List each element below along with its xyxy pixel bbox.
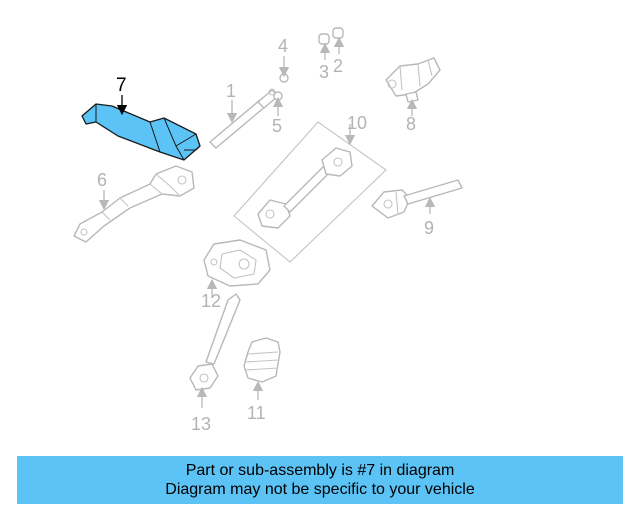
part-1-shaft[interactable] <box>209 88 279 149</box>
callout-5[interactable]: 5 <box>272 116 282 136</box>
part-13-shaft[interactable] <box>189 293 241 391</box>
callout-4[interactable]: 4 <box>278 36 288 56</box>
callout-10[interactable]: 10 <box>347 113 367 133</box>
parts-diagram: 7 6 1 4 5 3 2 8 <box>73 27 463 434</box>
info-banner: Part or sub-assembly is #7 in diagram Di… <box>17 456 623 504</box>
callout-3[interactable]: 3 <box>319 62 329 82</box>
part-6-bracket[interactable] <box>73 165 195 243</box>
banner-line-1: Part or sub-assembly is #7 in diagram <box>185 462 455 479</box>
part-3-cap[interactable] <box>318 33 330 45</box>
part-9-shaft[interactable] <box>371 179 463 219</box>
callout-9[interactable]: 9 <box>424 218 434 238</box>
callout-2[interactable]: 2 <box>333 56 343 76</box>
callout-12[interactable]: 12 <box>201 291 221 311</box>
callout-7[interactable]: 7 <box>116 75 127 96</box>
part-2-cap[interactable] <box>332 27 344 39</box>
part-10-assembly-box[interactable] <box>233 121 387 263</box>
callout-8[interactable]: 8 <box>406 114 416 134</box>
part-11-boot[interactable] <box>243 337 281 383</box>
banner-line-2: Diagram may not be specific to your vehi… <box>165 481 475 498</box>
callout-1[interactable]: 1 <box>226 81 236 101</box>
callout-6[interactable]: 6 <box>97 170 107 190</box>
part-8-joint[interactable] <box>385 57 441 103</box>
callout-11[interactable]: 11 <box>247 403 266 423</box>
part-7-bracket[interactable] <box>81 103 201 161</box>
callout-13[interactable]: 13 <box>191 414 211 434</box>
part-4-nut[interactable] <box>279 73 289 83</box>
part-5-washer[interactable] <box>273 91 283 101</box>
part-12-plate[interactable] <box>203 239 271 287</box>
